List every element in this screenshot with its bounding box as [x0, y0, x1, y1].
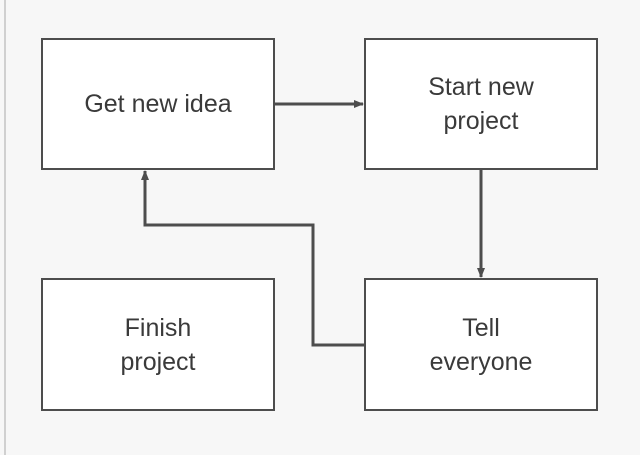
left-border-line [4, 0, 6, 455]
arrow-tell-to-idea [141, 170, 364, 347]
node-finish-project: Finish project [41, 278, 275, 411]
node-start-new-project: Start new project [364, 38, 598, 170]
node-get-new-idea: Get new idea [41, 38, 275, 170]
node-tell-everyone: Tell everyone [364, 278, 598, 411]
